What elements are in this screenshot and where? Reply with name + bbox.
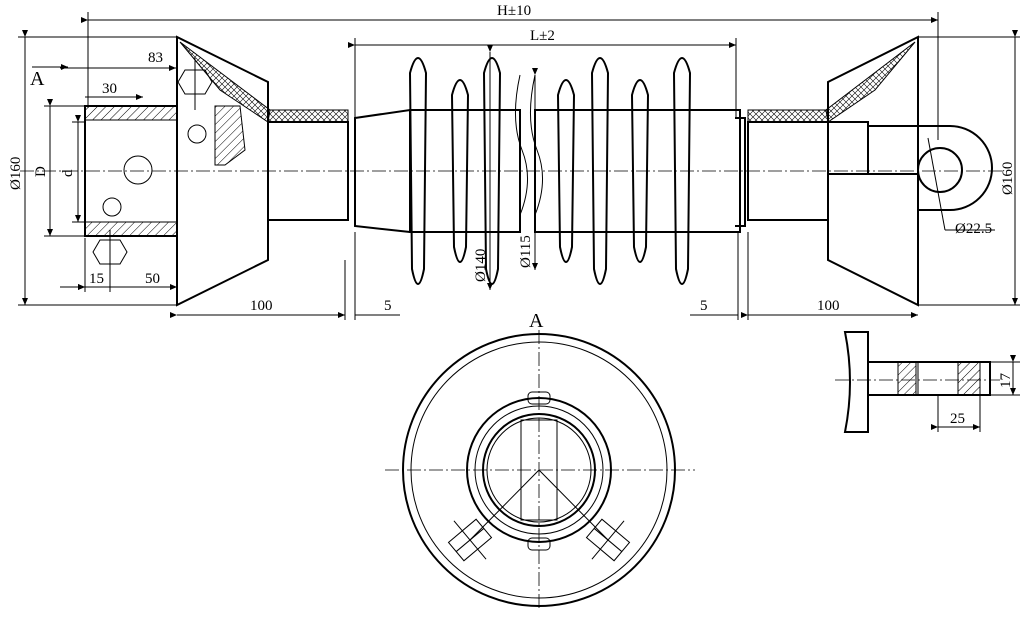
bolt-hole-upper (187, 124, 207, 144)
right-end-fitting (747, 35, 993, 307)
end-view-clip-top (527, 391, 551, 405)
break-line-left (514, 74, 529, 232)
dim-bracket-depth: 50 (145, 271, 160, 287)
dim-bracket-offset: 15 (89, 271, 104, 287)
dim-lug-width: 25 (950, 411, 965, 427)
label-D: D (33, 166, 49, 177)
end-view-fitting-ring (466, 397, 612, 543)
pin-hole (917, 147, 963, 193)
end-view-clip-bottom (527, 537, 551, 551)
side-view: H±10 L±2 83 30 A Ø160 D (8, 3, 1020, 320)
eye-lug (867, 125, 993, 211)
dim-right-diameter: Ø160 (1000, 162, 1016, 195)
shed (408, 57, 428, 285)
view-arrow-label: A (30, 68, 45, 90)
dim-shed-diameter: Ø140 (473, 249, 489, 282)
end-view-bolt-right (585, 518, 631, 562)
shed (590, 57, 610, 285)
left-end-fitting (84, 35, 349, 307)
lug-detail: 17 25 (835, 331, 1020, 433)
break-line-right (529, 74, 544, 232)
view-A-title: A (529, 310, 544, 332)
dim-end-offset: 83 (148, 50, 163, 66)
dim-left-diameter: Ø160 (8, 157, 24, 190)
socket-hole (123, 155, 153, 185)
shed (630, 79, 650, 263)
dim-insulation-length: L±2 (530, 28, 555, 44)
dim-left-gap: 5 (384, 298, 392, 314)
dim-left-fitting-length: 100 (250, 298, 273, 314)
dim-right-fitting-length: 100 (817, 298, 840, 314)
shed (672, 57, 692, 285)
bolt-hole-lower (102, 197, 122, 217)
end-view-outer-rim (402, 333, 676, 607)
dim-lug-thickness: 17 (998, 373, 1014, 389)
dim-right-gap: 5 (700, 298, 708, 314)
side-view-dimensions: H±10 L±2 83 30 A Ø160 D (8, 3, 1020, 320)
nut-upper (177, 69, 213, 95)
end-view-tongue (520, 419, 558, 521)
shed (450, 79, 470, 263)
label-d: d (60, 169, 76, 177)
end-view-A: A (385, 310, 695, 610)
lug-flange (843, 331, 869, 433)
shed (556, 79, 576, 263)
dim-pin-diameter: Ø22.5 (955, 221, 992, 237)
end-view-bolt-left (447, 518, 493, 562)
dim-core-diameter: Ø115 (518, 235, 534, 268)
dim-bracket-width: 30 (102, 81, 117, 97)
nut-lower (92, 239, 128, 265)
dim-overall-length: H±10 (497, 3, 531, 19)
